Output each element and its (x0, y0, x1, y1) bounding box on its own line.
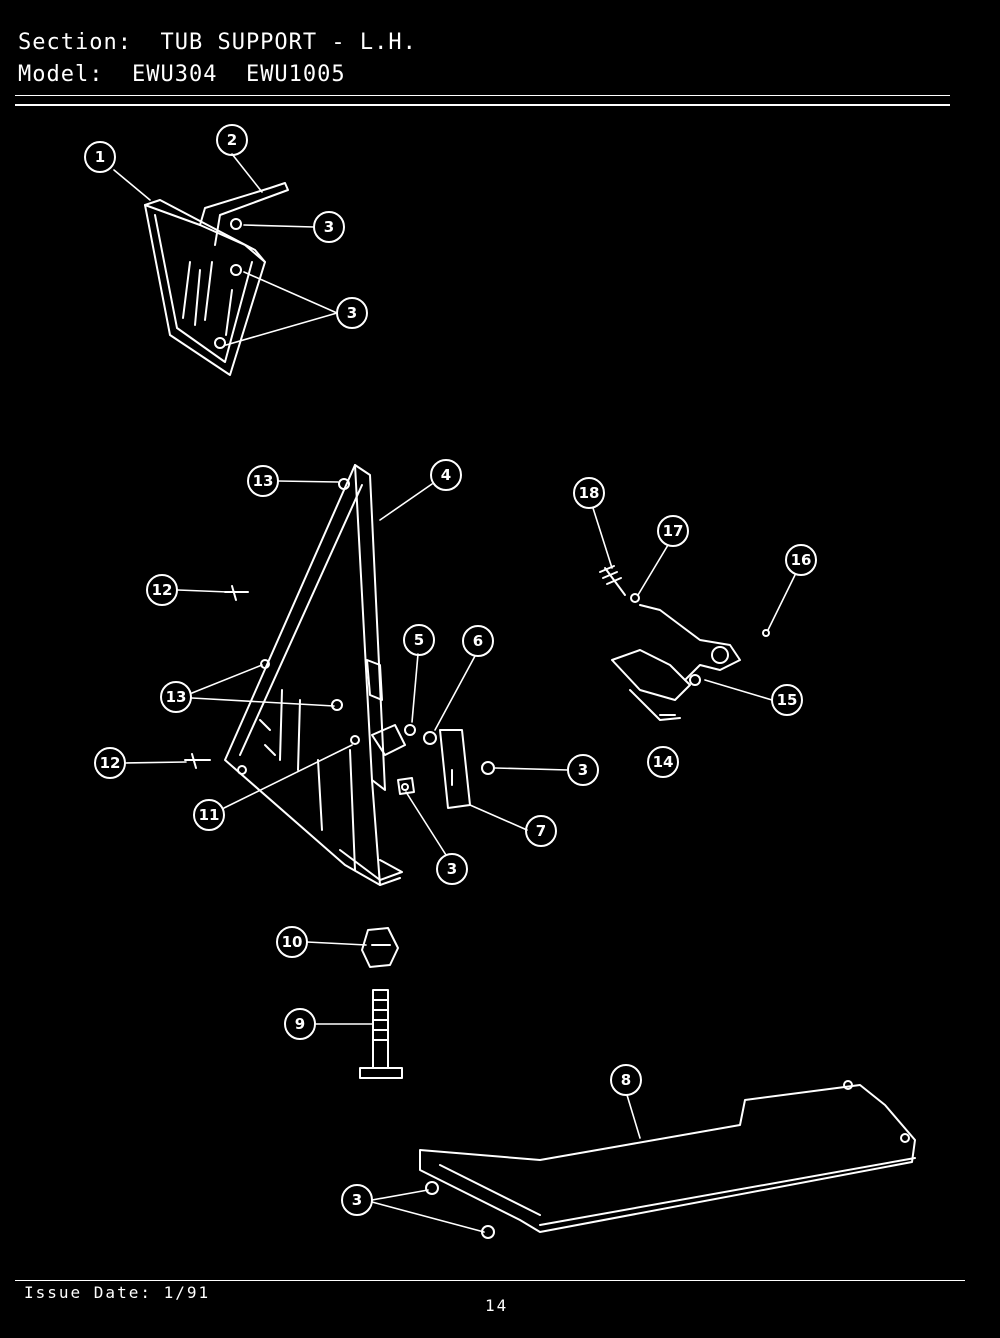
callout-18: 18 (579, 484, 600, 502)
section-title: TUB SUPPORT - L.H. (160, 30, 417, 55)
plate-7 (439, 729, 495, 809)
section-line: Section: TUB SUPPORT - L.H. (18, 30, 417, 55)
base-rail-8 (419, 1080, 916, 1239)
bolt-12-upper (224, 585, 249, 601)
page-number: 14 (485, 1296, 509, 1315)
callout-3-a: 3 (324, 218, 334, 236)
callout-3-c: 3 (578, 761, 588, 779)
footer-rule (15, 1280, 965, 1281)
callout-6: 6 (473, 632, 483, 650)
header-rule-bottom (15, 104, 950, 106)
header-rule-top (15, 95, 950, 96)
callout-8: 8 (621, 1071, 631, 1089)
callout-3-d: 3 (447, 860, 457, 878)
callout-3-b: 3 (347, 304, 357, 322)
callout-circles (84, 124, 817, 1216)
callout-10: 10 (282, 933, 303, 951)
model-label: Model: (18, 62, 104, 87)
callout-12-a: 12 (152, 581, 173, 599)
leveling-foot (359, 927, 403, 1079)
callout-11: 11 (199, 806, 220, 824)
callout-5: 5 (414, 631, 424, 649)
callout-2: 2 (227, 131, 237, 149)
callout-1: 1 (95, 148, 105, 166)
section-label: Section: (18, 30, 132, 55)
callout-4: 4 (441, 466, 451, 484)
callout-17: 17 (663, 522, 684, 540)
callout-13-b: 13 (166, 688, 187, 706)
callout-9: 9 (295, 1015, 305, 1033)
leader-lines (113, 153, 796, 1233)
callout-7: 7 (536, 822, 546, 840)
actuator-assembly (599, 565, 770, 721)
callout-14: 14 (653, 753, 674, 771)
callout-13-a: 13 (253, 472, 274, 490)
tub-support-bracket (224, 464, 437, 886)
model-numbers: EWU304 EWU1005 (131, 62, 346, 87)
callout-12-b: 12 (100, 754, 121, 772)
callout-3-e: 3 (352, 1191, 362, 1209)
callout-16: 16 (791, 551, 812, 569)
bracket-assembly-top (144, 182, 289, 376)
model-line: Model: EWU304 EWU1005 (18, 62, 346, 87)
callout-15: 15 (777, 691, 798, 709)
issue-date: Issue Date: 1/91 (24, 1283, 211, 1302)
bolt-12-lower (184, 753, 211, 769)
